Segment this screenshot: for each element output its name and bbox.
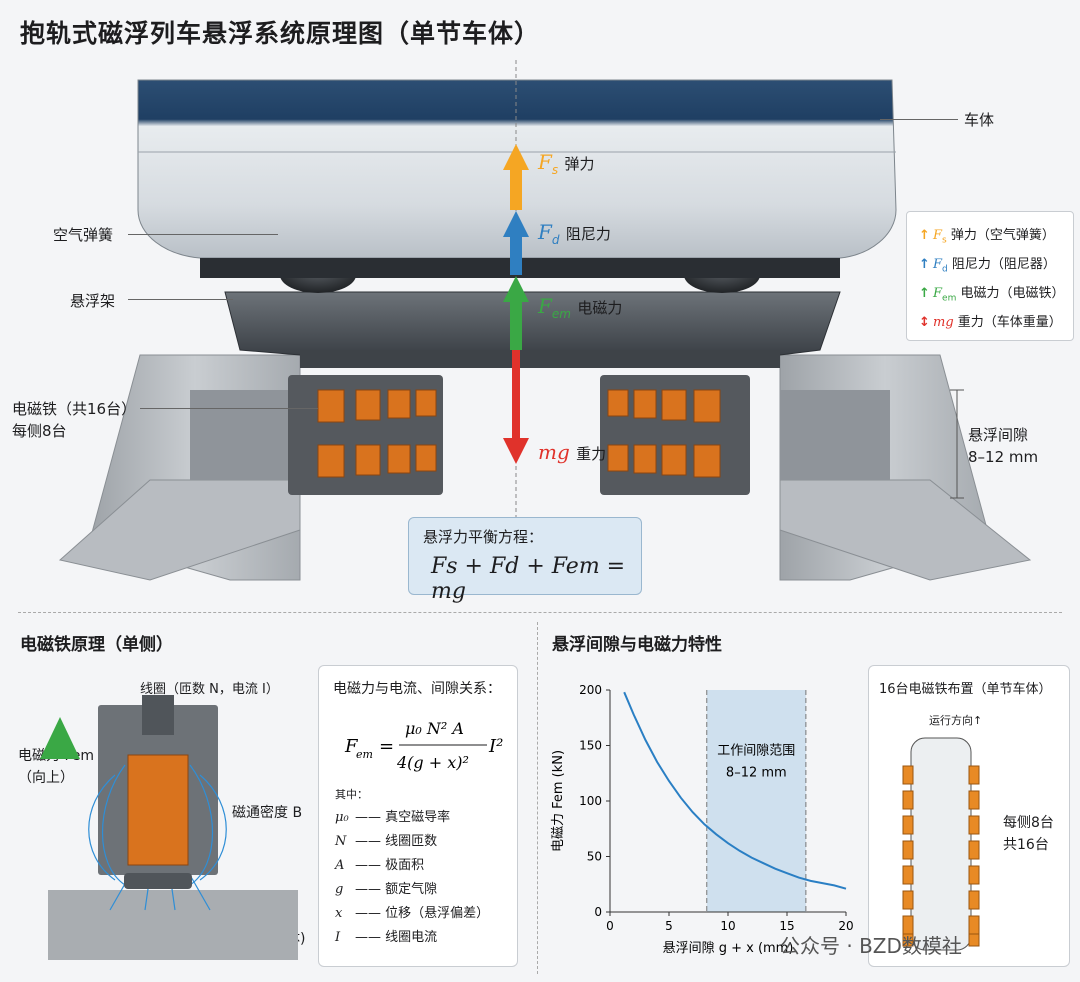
equation-formula: Fs + Fd + Fem = mg [431,554,626,604]
direction-label: 运行方向↑ [929,714,983,727]
equation-title: 悬浮力平衡方程： [423,528,544,546]
formula-title: 电磁力与电流、间隙关系： [333,681,501,697]
x-axis-label: 悬浮间隙 g + x (mm) [663,941,794,956]
var-g: g—— 额定气隙 [335,882,438,897]
electromagnet-diagram [40,695,298,960]
left-electromagnet-array [288,375,443,495]
x-tick-label: 20 [838,919,853,933]
working-gap-band [706,690,806,912]
section-divider [18,612,1062,613]
label-gap: 悬浮间隙 8–12 mm [968,426,1039,466]
leader-air-spring [128,234,278,235]
x-tick-label: 15 [779,919,794,933]
svg-text:em: em [356,748,373,761]
force-formula: F em = μ₀ N² A 4(g + x)² I² [344,719,503,772]
leader-electromagnet [140,408,318,409]
chart-section-title: 悬浮间隙与电磁力特性 [552,635,722,655]
band-label-line2: 8–12 mm [726,766,787,781]
force-arrows [503,144,529,464]
balance-equation-box: 悬浮力平衡方程： Fs + Fd + Fem = mg [408,517,642,604]
formula-panel: 电磁力与电流、间隙关系： F em = μ₀ N² A 4(g + x)² I²… [318,665,518,967]
var-n: N—— 线圈匝数 [335,834,438,849]
label-car-body: 车体 [964,111,995,129]
side-count-label: 每侧8台 共16台 [1003,815,1054,853]
y-tick-label: 200 [579,683,602,697]
bogie-frame [224,291,841,368]
legend-item-mg: ↕mg 重力（车体重量） [919,315,1062,330]
coil-label: 线圈（匝数 N，电流 I） [140,682,279,697]
legend-item-fd: ↑Fd 阻尼力（阻尼器） [919,257,1056,275]
gap-bracket [950,389,964,499]
where-title: 其中： [335,788,368,801]
label-electromagnet: 电磁铁（共16台） 每侧8台 [12,400,137,440]
force-legend: ↑Fs 弹力（空气弹簧） ↑Fd 阻尼力（阻尼器） ↑Fem 电磁力（电磁铁） … [906,211,1074,341]
y-tick-label: 150 [579,739,602,753]
page-title: 抱轨式磁浮列车悬浮系统原理图（单节车体） [20,19,541,48]
y-tick-label: 0 [594,905,602,919]
leader-car-body [880,119,958,120]
label-bogie: 悬浮架 [70,292,116,310]
var-a: A—— 极面积 [335,858,425,873]
band-label-line1: 工作间隙范围 [717,743,795,758]
watermark: 公众号 · BZD数模社 [780,934,962,958]
y-tick-label: 100 [579,794,602,808]
force-label-fs: Fs 弹力 [538,150,595,177]
y-tick-label: 50 [587,850,602,864]
maglev-illustration [58,60,1032,581]
svg-text:=: = [379,736,394,757]
svg-text:I²: I² [488,736,503,757]
x-tick-label: 5 [665,919,673,933]
right-electromagnet-array [600,375,750,495]
force-label-mg: mg 重力 [538,440,607,464]
legend-item-fs: ↑Fs 弹力（空气弹簧） [919,228,1055,246]
flux-label: 磁通密度 B [232,805,303,821]
x-tick-label: 10 [720,919,735,933]
vertical-divider [537,622,538,974]
legend-item-fem: ↑Fem 电磁力（电磁铁） [919,286,1065,304]
label-air-spring: 空气弹簧 [53,226,114,244]
var-i: I—— 线圈电流 [335,930,438,945]
var-mu0: μ₀—— 真空磁导率 [335,810,451,825]
layout-panel: 16台电磁铁布置（单节车体） 运行方向↑ 每侧8台 共16台 [868,665,1070,967]
magnet-layout-diagram [902,737,980,951]
x-tick-label: 0 [606,919,614,933]
svg-text:4(g + x)²: 4(g + x)² [396,753,469,772]
force-curve [623,691,847,890]
left-rail [58,354,301,581]
svg-text:μ₀ N² A: μ₀ N² A [405,719,464,738]
layout-title: 16台电磁铁布置（单节车体） [879,682,1052,697]
leader-bogie [128,299,233,300]
svg-text:F: F [344,736,359,757]
force-label-fd: Fd 阻尼力 [538,220,611,247]
y-axis-label: 电磁力 Fem (kN) [551,750,566,852]
var-x: x—— 位移（悬浮偏差） [335,906,490,921]
force-label-fem: Fem 电磁力 [538,294,623,321]
right-rail [779,354,1032,581]
em-section-title: 电磁铁原理（单侧） [20,635,173,655]
